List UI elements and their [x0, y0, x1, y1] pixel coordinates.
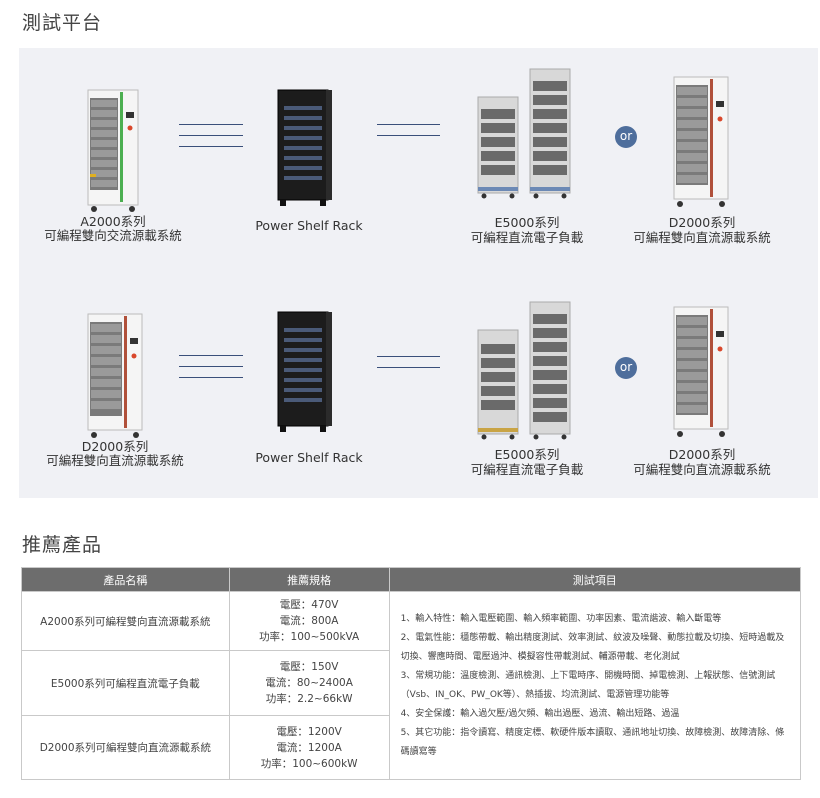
d2000-series-desc-row2: 可編程雙向直流源載系統: [46, 453, 184, 468]
spec-cell: 電壓：150V 電流：80~2400A 功率：2.2~66kW: [228, 650, 390, 716]
table-header-row: 產品名稱 推薦規格 測試項目: [21, 567, 802, 592]
connector-lines-2b: [377, 356, 440, 378]
product-name-cell: D2000系列可編程雙向直流源載系統: [21, 715, 230, 780]
spec-current: 電流：800A: [279, 615, 339, 627]
test-item: 4、安全保護：輸入過欠壓/過欠頻、輸出過壓、過流、輸出短路、過溫: [400, 708, 680, 719]
a2000-series-desc: 可編程雙向交流源載系統: [44, 228, 182, 243]
spec-voltage: 電壓：470V: [279, 599, 339, 611]
spec-power: 功率：100~600kW: [260, 757, 358, 770]
spec-power: 功率：100~500kVA: [259, 631, 360, 643]
d2000-series-desc: 可編程雙向直流源載系統: [633, 230, 771, 245]
d2000-series-desc-row2-alt: 可編程雙向直流源載系統: [633, 462, 771, 477]
e5000-series-desc: 可編程直流電子負載: [470, 230, 584, 245]
spec-power: 功率：2.2~66kW: [265, 693, 353, 705]
header-spec: 推薦規格: [228, 567, 390, 592]
table-row: D2000系列可編程雙向直流源載系統 電壓：1200V 電流：1200A 功率：…: [21, 715, 801, 780]
d2000-series-label-row2-alt: D2000系列: [668, 447, 736, 462]
section-title-recommended-products: 推薦產品: [22, 534, 103, 556]
a2000-series-label: A2000系列: [80, 214, 146, 229]
test-item: 1、輸入特性：輸入電壓範圍、輸入頻率範圍、功率因素、電流諧波、輸入斷電等: [400, 613, 722, 624]
e5000-series-desc-row2: 可編程直流電子負載: [470, 462, 584, 477]
spec-current: 電流：80~2400A: [265, 677, 353, 689]
product-name-cell: A2000系列可編程雙向直流源載系統: [21, 591, 230, 651]
header-product-name: 產品名稱: [21, 567, 230, 592]
e5000-series-label-row2: E5000系列: [494, 447, 560, 462]
spec-voltage: 電壓：1200V: [276, 725, 342, 738]
header-test-items: 測試項目: [388, 567, 802, 592]
table-row: E5000系列可編程直流電子負載 電壓：150V 電流：80~2400A 功率：…: [21, 650, 801, 716]
test-item: 2、電氣性能：穩態帶載、輸出精度測試、效率測試、紋波及噪聲、動態拉載及切換、短時…: [400, 632, 785, 662]
e5000-series-label: E5000系列: [494, 215, 560, 230]
power-shelf-rack-label-row2: Power Shelf Rack: [255, 450, 363, 465]
spec-current: 電流：1200A: [276, 741, 342, 754]
spec-cell: 電壓：1200V 電流：1200A 功率：100~600kW: [228, 715, 390, 780]
table-row: A2000系列可編程雙向直流源載系統 電壓：470V 電流：800A 功率：10…: [21, 591, 802, 780]
test-item: 3、常規功能：溫度檢測、通訊檢測、上下電時序、開機時間、掉電檢測、上報狀態、信號…: [400, 670, 776, 700]
power-shelf-rack-label: Power Shelf Rack: [255, 218, 363, 233]
connector-lines-1a: [179, 124, 243, 157]
connector-lines-2a: [179, 355, 243, 388]
d2000-series-label-row2: D2000系列: [81, 439, 149, 454]
or-badge: or: [615, 126, 637, 148]
spec-voltage: 電壓：150V: [279, 661, 339, 673]
d2000-series-label: D2000系列: [668, 215, 736, 230]
test-items-cell: 1、輸入特性：輸入電壓範圍、輸入頻率範圍、功率因素、電流諧波、輸入斷電等 2、電…: [388, 591, 802, 780]
test-item: 5、其它功能：指令讀寫、精度定標、軟硬件版本讀取、通訊地址切換、故障檢測、故障清…: [400, 727, 785, 757]
connector-lines-1b: [377, 124, 440, 146]
recommended-products-table: 產品名稱 推薦規格 測試項目 A2000系列可編程雙向直流源載系統 電壓：470…: [21, 567, 802, 780]
or-badge-row2: or: [615, 357, 637, 379]
product-name-cell: E5000系列可編程直流電子負載: [21, 650, 230, 716]
section-title-test-platform: 測試平台: [22, 12, 103, 34]
spec-cell: 電壓：470V 電流：800A 功率：100~500kVA: [228, 591, 390, 651]
